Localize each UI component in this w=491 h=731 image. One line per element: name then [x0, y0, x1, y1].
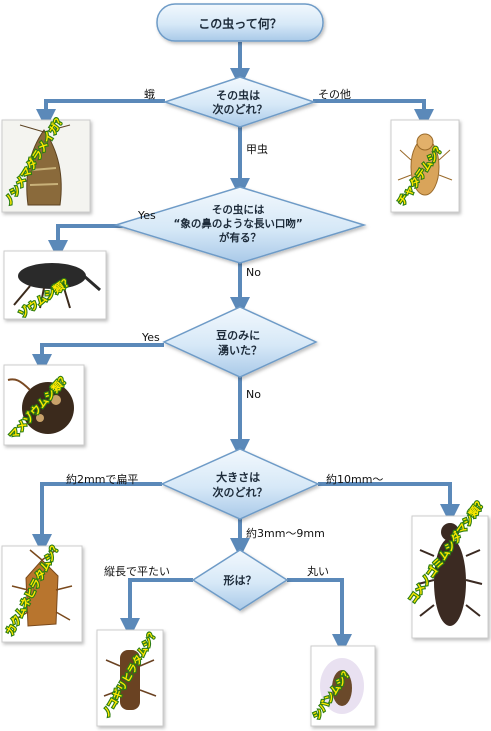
edge-label-3-9mm: 約3mm～9mm — [246, 526, 325, 540]
answer-psocid-photo — [390, 119, 460, 213]
decision-q1 — [162, 76, 317, 128]
q4-line-1: 大きさは — [216, 470, 260, 484]
answer-drugstore-photo — [310, 645, 376, 727]
answer-mealworm-photo — [411, 515, 489, 639]
q4-line-2: 次のどれ？ — [213, 485, 268, 499]
decision-q2 — [113, 186, 367, 264]
arrow-q3-yes — [32, 343, 164, 374]
edge-label-moth: 蛾 — [144, 88, 155, 101]
q2-line-3: が有る？ — [219, 231, 261, 244]
svg-text:その虫は 次のどれ？: その虫は 次のどれ？ — [213, 88, 268, 116]
arrow-q5-long — [120, 578, 193, 638]
arrow-q1-moth — [36, 99, 165, 129]
start-node — [156, 3, 324, 42]
answer-weevil-photo — [3, 250, 107, 320]
edge-label-other: その他 — [318, 88, 351, 101]
q1-line-1: その虫は — [216, 88, 260, 102]
decision-q3 — [162, 306, 318, 378]
drugstore-beetle-icon — [332, 670, 352, 706]
arrow-q5-round — [287, 578, 352, 654]
start-label: この虫って何？ — [198, 16, 281, 31]
q3-line-1: 豆のみに — [216, 329, 260, 342]
arrow-q1-other — [313, 99, 434, 129]
flat-grain-beetle-icon — [25, 559, 59, 627]
sawtoothed-beetle-icon — [120, 650, 140, 710]
decision-q4 — [160, 448, 320, 520]
decision-q5 — [191, 549, 289, 611]
edge-label-no-1: No — [246, 266, 261, 279]
arrow-q4-large — [318, 482, 460, 524]
q3-line-2: 湧いた？ — [218, 343, 262, 357]
edge-label-10mm: 約10mm～ — [326, 472, 383, 486]
q5-line-1: 形は？ — [224, 574, 257, 587]
q2-line-2: “象の鼻のような長い口吻” — [174, 217, 303, 230]
answer-flat-grain-photo — [1, 545, 83, 643]
q2-line-1: その虫には — [212, 203, 265, 216]
connectors — [32, 42, 460, 654]
svg-text:大きさは 次のどれ？: 大きさは 次のどれ？ — [213, 470, 268, 499]
edge-label-round: 丸い — [307, 565, 329, 578]
arrow-q4-small — [32, 482, 162, 554]
moth-icon — [26, 129, 62, 206]
edge-label-long-flat: 縦長で平たい — [104, 565, 170, 578]
edge-label-small-flat: 約2mmで扁平 — [66, 472, 138, 486]
q1-line-2: 次のどれ？ — [213, 102, 268, 116]
answer-bean-weevil-photo — [3, 364, 85, 446]
edge-label-yes-2: Yes — [141, 331, 160, 344]
answer-moth-photo — [1, 119, 91, 213]
weevil-icon — [18, 263, 86, 289]
edge-label-no-2: No — [246, 388, 261, 401]
svg-text:豆のみに 湧いた？: 豆のみに 湧いた？ — [216, 329, 264, 357]
edge-label-beetle: 甲虫 — [246, 143, 268, 156]
bean-weevil-icon — [22, 382, 74, 434]
answer-sawtoothed-photo — [96, 629, 164, 727]
mealworm-beetle-icon — [434, 538, 466, 626]
svg-text:その虫には “象の鼻のような長い口吻” が有: その虫には “象の鼻のような長い口吻” が有る？ — [174, 203, 307, 244]
edge-label-yes-1: Yes — [137, 209, 156, 222]
